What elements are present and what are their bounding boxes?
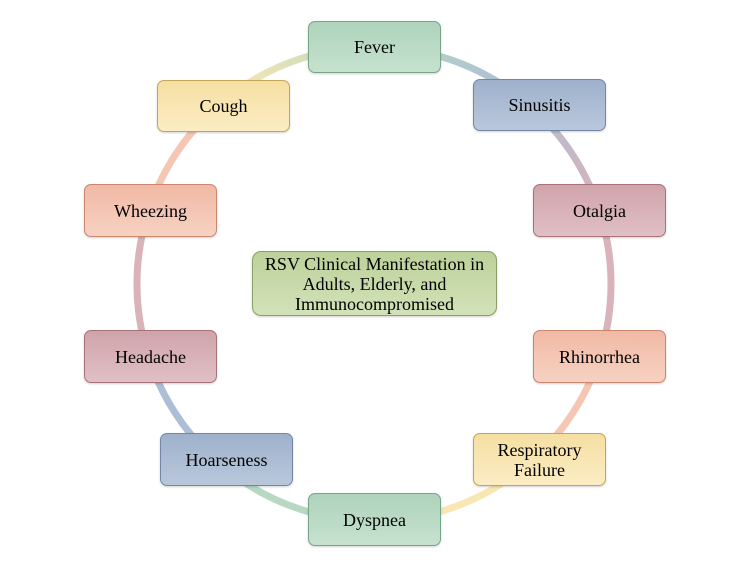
node-rhinorrhea: Rhinorrhea: [533, 330, 666, 383]
center-topic: RSV Clinical Manifestation in Adults, El…: [252, 251, 497, 316]
center-topic-label: RSV Clinical Manifestation in Adults, El…: [264, 253, 485, 314]
node-cough: Cough: [157, 80, 290, 132]
node-respiratory-failure-label: Respiratory Failure: [497, 439, 582, 480]
node-otalgia-label: Otalgia: [573, 200, 626, 221]
node-hoarseness-label: Hoarseness: [185, 449, 268, 470]
node-wheezing-label: Wheezing: [114, 200, 187, 221]
node-headache: Headache: [84, 330, 217, 383]
node-respiratory-failure: Respiratory Failure: [473, 433, 606, 486]
node-hoarseness: Hoarseness: [160, 433, 293, 486]
node-otalgia: Otalgia: [533, 184, 666, 237]
node-rhinorrhea-label: Rhinorrhea: [559, 346, 640, 367]
node-headache-label: Headache: [115, 346, 186, 367]
node-wheezing: Wheezing: [84, 184, 217, 237]
node-sinusitis: Sinusitis: [473, 79, 606, 131]
node-sinusitis-label: Sinusitis: [508, 95, 571, 115]
node-cough-label: Cough: [199, 96, 248, 116]
node-dyspnea: Dyspnea: [308, 493, 441, 546]
node-dyspnea-label: Dyspnea: [343, 509, 406, 530]
node-fever-label: Fever: [354, 37, 395, 57]
node-fever: Fever: [308, 21, 441, 73]
